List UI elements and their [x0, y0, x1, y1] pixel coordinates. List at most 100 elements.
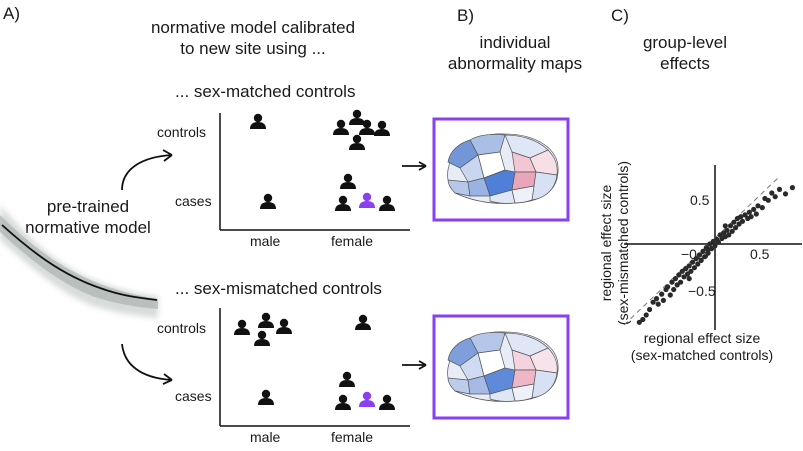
- person-icon: [379, 195, 395, 211]
- scatter-point: [705, 250, 711, 256]
- scatter-point: [742, 212, 748, 218]
- person-icon: [258, 312, 274, 328]
- scatter-point: [739, 218, 746, 224]
- normative-inner-band: [0, 215, 158, 309]
- highlight-person-icon: [359, 391, 375, 407]
- person-icon: [333, 119, 349, 135]
- pretrained-label-line1: pre-trained: [46, 197, 130, 216]
- scatter-point: [733, 225, 739, 231]
- top-abnormality-map: [432, 117, 570, 222]
- scatter-point: [746, 209, 753, 215]
- scatter-point: [688, 268, 694, 274]
- scatter-point: [665, 284, 671, 290]
- scatter-point: [748, 214, 754, 220]
- brain-surface: [447, 331, 559, 402]
- scatter-point: [696, 252, 703, 258]
- scatter-point: [772, 194, 778, 200]
- person-icon: [258, 389, 274, 405]
- scatter-point: [738, 214, 744, 220]
- scatter-point: [690, 259, 696, 265]
- scatter-point: [705, 246, 711, 253]
- scatter-ytick-pos: 0.5: [690, 192, 710, 208]
- scatter-point: [643, 312, 649, 318]
- normative-model-plot: [0, 205, 158, 318]
- curved-arrow-up: [121, 149, 173, 191]
- top-grid-col-male: male: [250, 233, 281, 249]
- maps-header-line1: individual: [479, 33, 551, 52]
- top-grid-row-cases: cases: [175, 193, 212, 209]
- scatter-point: [678, 279, 684, 285]
- scatter-point: [722, 223, 728, 229]
- scatter-point: [647, 306, 653, 313]
- brain-surface: [447, 133, 559, 204]
- scatter-ytick-neg: −0.5: [688, 283, 716, 299]
- scatter-xlabel-line1: regional effect size: [643, 330, 761, 346]
- top-grid-axes: [219, 113, 410, 231]
- person-icon: [250, 113, 266, 129]
- scatter-point: [695, 261, 701, 267]
- normative-mean-curve: [1, 224, 158, 301]
- scatter-point: [681, 274, 687, 280]
- top-grid-title: ... sex-matched controls: [175, 82, 356, 101]
- scatter-point: [671, 286, 677, 293]
- person-icon: [339, 371, 355, 387]
- scatter-points: [636, 185, 796, 325]
- scatter-point: [712, 243, 718, 249]
- bottom-grid-col-female: female: [331, 429, 374, 445]
- scatter-point: [751, 206, 757, 212]
- person-icon: [379, 394, 395, 410]
- calibration-header-line1: normative model calibrated: [150, 18, 356, 37]
- scatter-point: [636, 319, 642, 325]
- person-icon: [340, 173, 356, 189]
- scatter-point: [715, 239, 722, 245]
- person-icon: [254, 330, 270, 346]
- person-icon: [374, 120, 390, 136]
- scatter-point: [782, 191, 789, 197]
- scatter-point: [650, 299, 656, 305]
- maps-header-line2: abnormality maps: [447, 54, 583, 73]
- scatter-point: [672, 276, 679, 282]
- person-icon: [276, 318, 292, 334]
- scatter-point: [700, 248, 706, 254]
- person-icon: [335, 394, 351, 410]
- scatter-point: [707, 241, 713, 247]
- scatter-point: [753, 211, 759, 217]
- scatter-point: [676, 272, 682, 278]
- scatter-point: [731, 219, 737, 225]
- bottom-abnormality-map: [432, 314, 570, 420]
- group-header-line2: effects: [660, 54, 710, 73]
- scatter-point: [759, 205, 765, 211]
- panel-label-a: A): [3, 4, 20, 23]
- scatter-point: [669, 279, 675, 285]
- scatter-point: [776, 186, 783, 192]
- scatter-point: [727, 223, 734, 229]
- calibration-header-line2: to new site using ...: [180, 39, 326, 58]
- bottom-grid-col-male: male: [250, 429, 281, 445]
- panel-label-b: B): [457, 6, 474, 25]
- person-icon: [335, 195, 351, 211]
- arrow-to-bottom-map: [402, 360, 427, 370]
- scatter-point: [660, 297, 667, 303]
- scatter-point: [686, 276, 692, 282]
- scatter-point: [693, 256, 699, 262]
- bottom-grid-row-cases: cases: [175, 388, 212, 404]
- scatter-xlabel-line2: (sex-matched controls): [630, 347, 774, 363]
- top-grid-row-controls: controls: [157, 124, 207, 140]
- scatter-point: [659, 291, 665, 297]
- top-grid-col-female: female: [331, 233, 374, 249]
- scatter-xtick-pos: 0.5: [750, 246, 770, 262]
- scatter-point: [765, 197, 771, 203]
- person-icon: [234, 319, 250, 335]
- scatter-point: [726, 232, 732, 238]
- scatter-point: [655, 301, 661, 307]
- scatter-point: [686, 263, 692, 269]
- pretrained-label-line2: normative model: [25, 218, 151, 237]
- scatter-point: [691, 265, 698, 271]
- arrow-to-top-map: [402, 161, 427, 171]
- normative-uncertainty-band: [0, 205, 158, 318]
- scatter-point: [789, 185, 796, 191]
- bottom-grid-row-controls: controls: [157, 320, 207, 336]
- scatter-point: [667, 292, 673, 298]
- bottom-grid-axes: [219, 308, 410, 427]
